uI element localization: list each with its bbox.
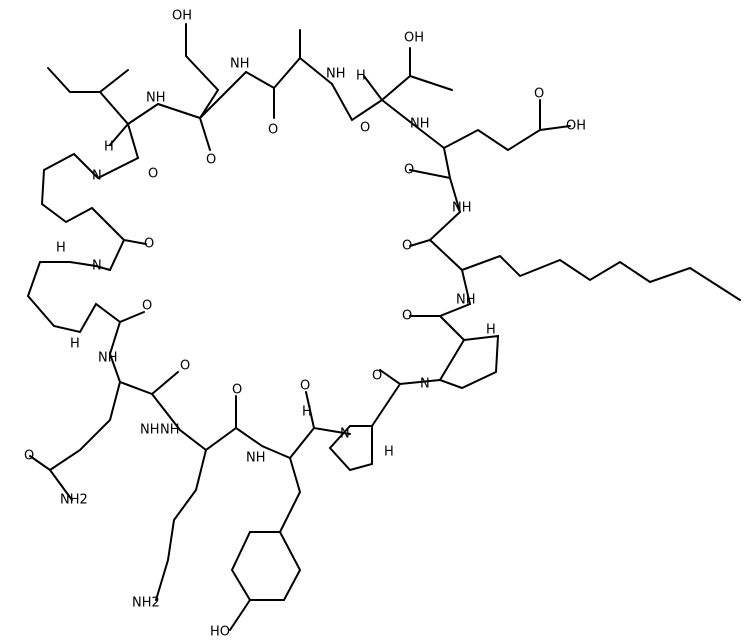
atom-label: O xyxy=(360,121,370,136)
bond xyxy=(328,369,441,472)
atom-label: OH xyxy=(566,119,586,134)
atom-label: NH xyxy=(246,451,266,466)
bond xyxy=(245,29,333,119)
atom-label: H xyxy=(70,337,80,352)
bond xyxy=(47,67,159,159)
atom-label: O xyxy=(402,309,412,324)
atom-label: N xyxy=(92,169,102,184)
atom-label: O xyxy=(534,87,544,102)
bond xyxy=(29,371,207,501)
atom-label: H xyxy=(486,323,496,338)
atom-label: O xyxy=(404,163,414,178)
bond xyxy=(40,152,147,271)
atom-label: H xyxy=(302,405,312,420)
bond xyxy=(157,23,247,151)
atom-label: N xyxy=(92,259,102,274)
atom-label: O xyxy=(268,123,278,138)
atom-label: H xyxy=(104,140,114,155)
atom-label: O xyxy=(180,359,190,374)
atom-label: NH xyxy=(160,423,180,438)
atom-label: NH2 xyxy=(60,493,88,508)
bond xyxy=(461,254,741,301)
atom-label: NH xyxy=(146,91,166,106)
atom-label: NH xyxy=(140,423,160,438)
atom-label: O xyxy=(232,383,242,398)
atom-label: O xyxy=(142,299,152,314)
atom-label: H xyxy=(384,445,394,460)
bond-lines xyxy=(26,23,741,631)
atom-label: O xyxy=(402,239,412,254)
atom-labels: OH OH OH HO NH2 NH2 NH NH NH NH NH NH NH… xyxy=(24,9,586,640)
atom-label: OH xyxy=(404,31,424,46)
atom-label: O xyxy=(24,449,34,464)
atom-label: OH xyxy=(172,9,192,24)
bond xyxy=(155,395,291,601)
bond xyxy=(229,391,351,631)
atom-label: N xyxy=(420,377,430,392)
atom-label: NH xyxy=(230,57,250,72)
bond xyxy=(331,47,453,129)
atom-label: NH xyxy=(326,67,346,82)
bond xyxy=(417,99,571,152)
atom-label: O xyxy=(206,153,216,168)
bond xyxy=(409,147,463,271)
atom-label: NH2 xyxy=(132,596,160,611)
bond xyxy=(26,261,145,383)
atom-label: NH xyxy=(410,117,430,132)
atom-label: O xyxy=(144,237,154,252)
atom-label: HO xyxy=(210,625,230,640)
atom-label: NH xyxy=(452,201,472,216)
atom-label: O xyxy=(372,369,382,384)
atom-label: H xyxy=(56,241,66,256)
atom-label: O xyxy=(300,379,310,394)
atom-label: O xyxy=(148,167,158,182)
atom-label: NH xyxy=(98,351,118,366)
atom-label: N xyxy=(340,427,350,442)
atom-label: NH xyxy=(456,293,476,308)
bond xyxy=(409,269,500,390)
atom-label: H xyxy=(356,69,366,84)
